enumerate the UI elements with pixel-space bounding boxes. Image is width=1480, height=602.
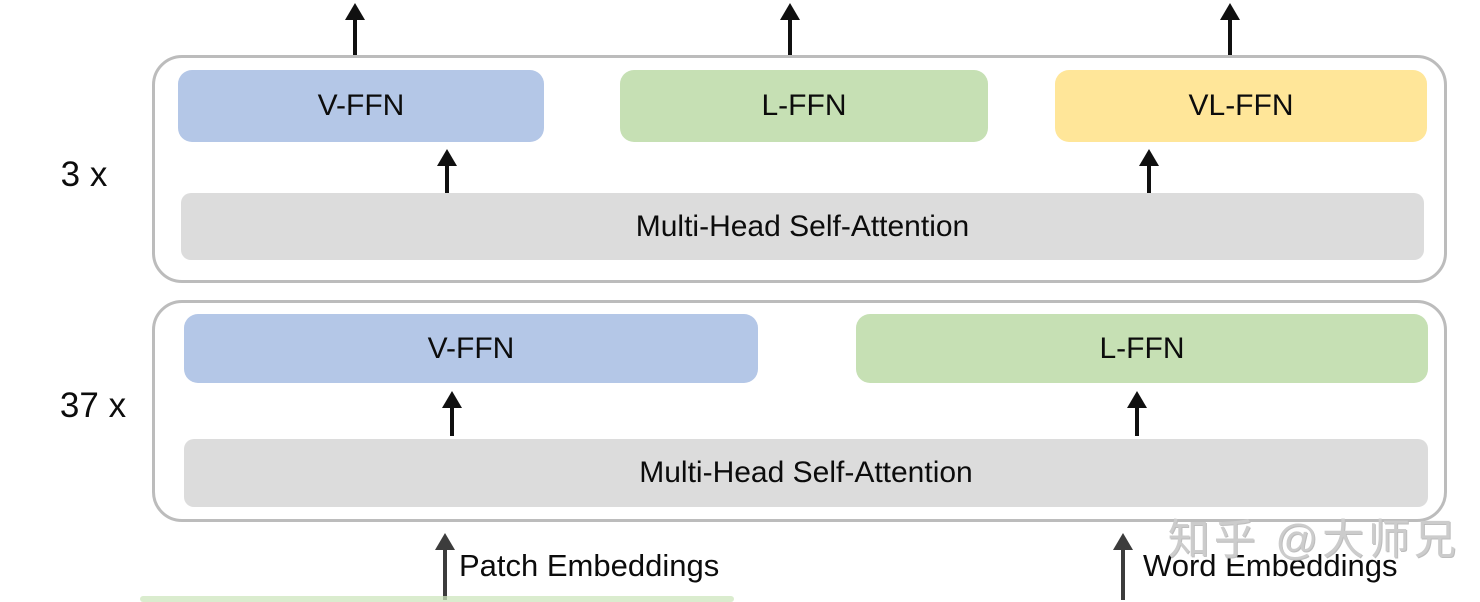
top-transformer-block: V-FFN L-FFN VL-FFN Multi-Head Self-Atten… xyxy=(152,55,1447,283)
up-arrow-icon xyxy=(441,391,463,436)
word-embeddings-label: Word Embeddings xyxy=(1143,548,1398,583)
v-ffn-box: V-FFN xyxy=(178,70,544,142)
bottom-block-repeat-label: 37 x xyxy=(59,386,127,425)
cutoff-green-bar xyxy=(140,596,734,602)
up-arrow-icon xyxy=(434,533,456,600)
top-block-repeat-label: 3 x xyxy=(60,155,108,194)
watermark: 知乎 @大师兄 xyxy=(1167,516,1460,563)
up-arrow-icon xyxy=(1138,149,1160,193)
up-arrow-icon xyxy=(779,3,801,55)
vl-ffn-box: VL-FFN xyxy=(1055,70,1427,142)
multi-head-self-attention-bar: Multi-Head Self-Attention xyxy=(184,439,1428,507)
up-arrow-icon xyxy=(1219,3,1241,55)
up-arrow-icon xyxy=(1126,391,1148,436)
patch-embeddings-label: Patch Embeddings xyxy=(459,548,720,583)
l-ffn-box: L-FFN xyxy=(856,314,1428,383)
up-arrow-icon xyxy=(344,3,366,55)
multi-head-self-attention-bar: Multi-Head Self-Attention xyxy=(181,193,1424,260)
l-ffn-box: L-FFN xyxy=(620,70,988,142)
up-arrow-icon xyxy=(436,149,458,193)
up-arrow-icon xyxy=(1112,533,1134,600)
bottom-transformer-block: V-FFN L-FFN Multi-Head Self-Attention xyxy=(152,300,1447,522)
v-ffn-box: V-FFN xyxy=(184,314,758,383)
